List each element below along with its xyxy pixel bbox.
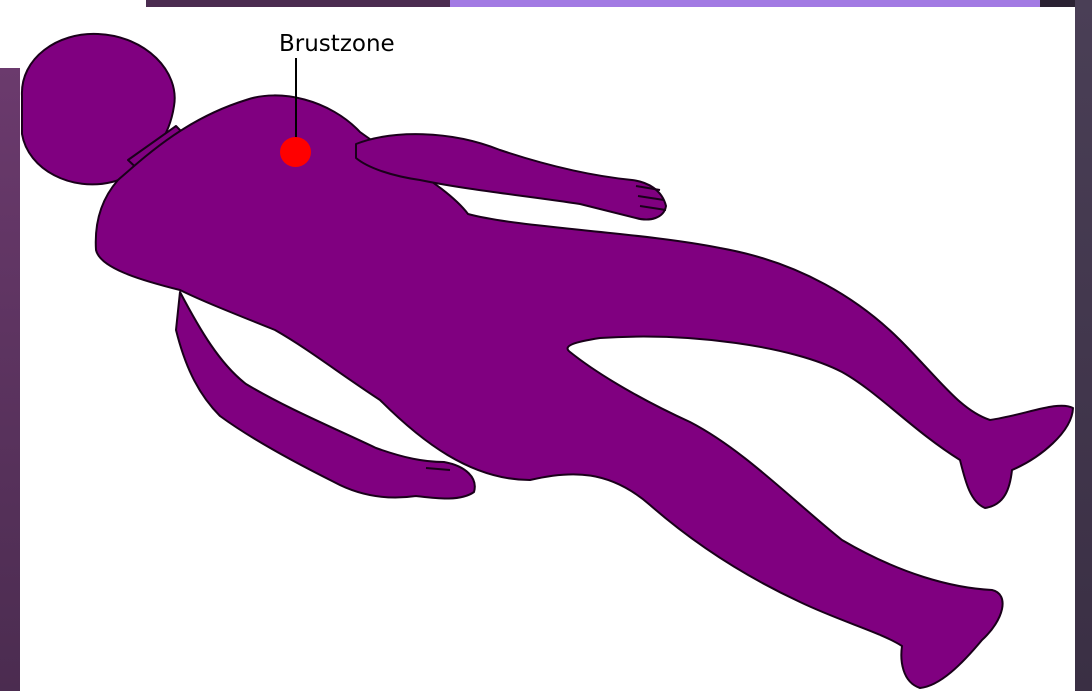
red-dot-icon [280, 137, 311, 167]
zone-leader-line [295, 58, 297, 142]
zone-label: Brustzone [279, 33, 395, 56]
